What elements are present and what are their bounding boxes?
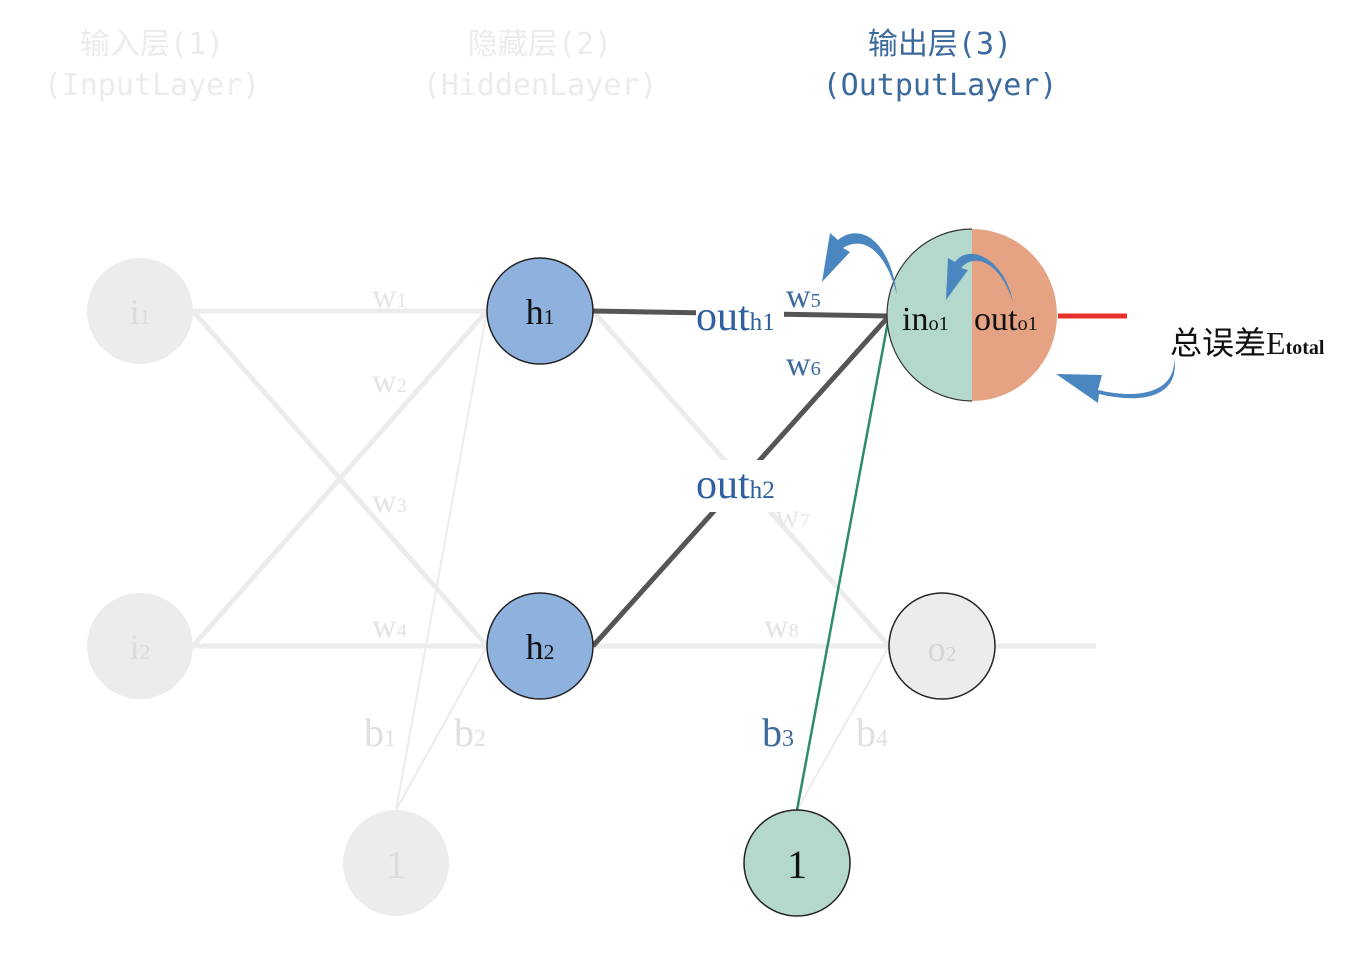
node-i2 (87, 593, 193, 699)
out-h2-bg (696, 460, 784, 512)
label-b3: b3 (762, 710, 794, 755)
label-w6: w6 (786, 346, 821, 383)
label-w3: w3 (372, 483, 407, 520)
label-b1: b1 (364, 710, 396, 755)
label-w2: w2 (372, 363, 407, 400)
svg-text:(HiddenLayer): (HiddenLayer) (423, 68, 658, 103)
svg-text:输入层(1): 输入层(1) (80, 27, 224, 62)
label-in-o1: ino1 (902, 301, 949, 338)
label-bias2: 1 (787, 842, 807, 887)
node-o2 (888, 592, 996, 700)
label-bias1: 1 (386, 842, 406, 887)
label-out-h2: outh2 (696, 462, 775, 508)
label-total-error: 总误差Etotal (1170, 325, 1325, 361)
layer-header-output: 输出层(3) (OutputLayer) (823, 27, 1058, 103)
label-i2: i2 (130, 627, 151, 667)
svg-text:(OutputLayer): (OutputLayer) (823, 68, 1058, 103)
node-h1 (486, 257, 594, 365)
layer-header-hidden: 隐藏层(2) (HiddenLayer) (423, 27, 658, 103)
label-b4: b4 (856, 710, 888, 755)
label-w5: w5 (786, 278, 821, 315)
edge-bias2-o2 (796, 645, 890, 811)
svg-text:(InputLayer): (InputLayer) (44, 68, 261, 103)
edge-bias2-o1 (795, 315, 891, 811)
arrow-in-to-w5 (822, 233, 897, 295)
edge-bias1-h1 (395, 310, 488, 811)
label-w4: w4 (372, 608, 407, 645)
label-i1: i1 (130, 292, 151, 332)
label-h2: h2 (526, 627, 555, 667)
label-b2: b2 (454, 710, 486, 755)
label-out-h1: outh1 (696, 294, 775, 340)
svg-text:输出层(3): 输出层(3) (868, 27, 1012, 62)
arrow-out-to-in (946, 253, 1013, 302)
label-h1: h1 (526, 292, 555, 332)
node-bias2 (743, 809, 851, 917)
faint-bias-edges (395, 310, 890, 811)
arrow-error-to-out (1056, 358, 1175, 403)
label-w8: w8 (764, 608, 799, 645)
label-out-o1: outo1 (974, 301, 1038, 338)
out-h1-bg (696, 292, 784, 336)
edge-bias1-h2 (395, 645, 488, 811)
backprop-arrows (822, 233, 1175, 403)
node-h2 (486, 592, 594, 700)
svg-text:隐藏层(2): 隐藏层(2) (468, 27, 612, 62)
layer-header-input: 输入层(1) (InputLayer) (44, 27, 261, 103)
label-o2: o2 (928, 629, 957, 669)
label-w1: w1 (372, 278, 407, 315)
node-bias1 (343, 810, 449, 916)
node-i1 (87, 258, 193, 364)
edge-i2-h1 (191, 309, 489, 648)
